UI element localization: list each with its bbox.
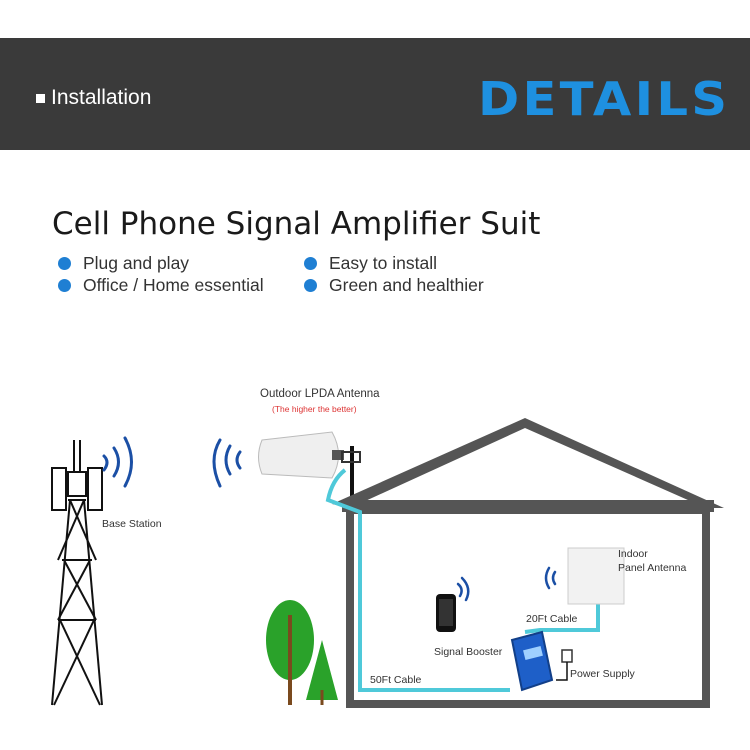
bullet-icon	[304, 279, 317, 292]
feature-item: Easy to install	[304, 253, 437, 274]
section-label-text: Installation	[51, 86, 152, 109]
page-title: Cell Phone Signal Amplifier Suit	[52, 206, 541, 242]
power-supply-icon	[556, 649, 573, 681]
signal-waves-icon	[544, 566, 557, 590]
phone-icon	[436, 594, 456, 632]
bullet-icon	[58, 257, 71, 270]
section-label: Installation	[36, 86, 151, 110]
feature-text: Office / Home essential	[83, 275, 264, 295]
feature-text: Easy to install	[329, 253, 437, 273]
bullet-icon	[58, 279, 71, 292]
brand-title: DETAILS	[478, 72, 731, 126]
outdoor-antenna-label: Outdoor LPDA Antenna	[260, 388, 380, 400]
top-band	[0, 0, 750, 38]
square-bullet-icon	[36, 93, 45, 103]
feature-item: Green and healthier	[304, 275, 484, 296]
cable-50ft-label: 50Ft Cable	[370, 674, 422, 686]
outdoor-antenna-note: (The higher the better)	[272, 404, 357, 414]
bullet-icon	[304, 257, 317, 270]
cable-20ft-label: 20Ft Cable	[526, 613, 578, 625]
outdoor-antenna-icon	[258, 431, 361, 500]
signal-waves-icon	[456, 576, 470, 602]
feature-text: Green and healthier	[329, 275, 484, 295]
cable-lines	[325, 468, 600, 692]
feature-item: Plug and play	[58, 253, 189, 274]
indoor-antenna-label-line1: Indoor	[618, 548, 648, 560]
tree-icon	[266, 600, 338, 705]
signal-booster-label: Signal Booster	[434, 646, 503, 658]
header-bar	[0, 38, 750, 150]
base-station-tower-icon	[51, 440, 103, 706]
base-station-label: Base Station	[102, 518, 162, 530]
signal-booster-icon	[510, 630, 554, 692]
signal-waves-icon	[212, 438, 242, 488]
indoor-panel-antenna-icon	[567, 547, 625, 605]
feature-item: Office / Home essential	[58, 275, 264, 296]
power-supply-label: Power Supply	[570, 668, 635, 680]
signal-waves-icon	[102, 436, 133, 488]
indoor-antenna-label-line2: Panel Antenna	[618, 562, 687, 574]
feature-text: Plug and play	[83, 253, 190, 273]
